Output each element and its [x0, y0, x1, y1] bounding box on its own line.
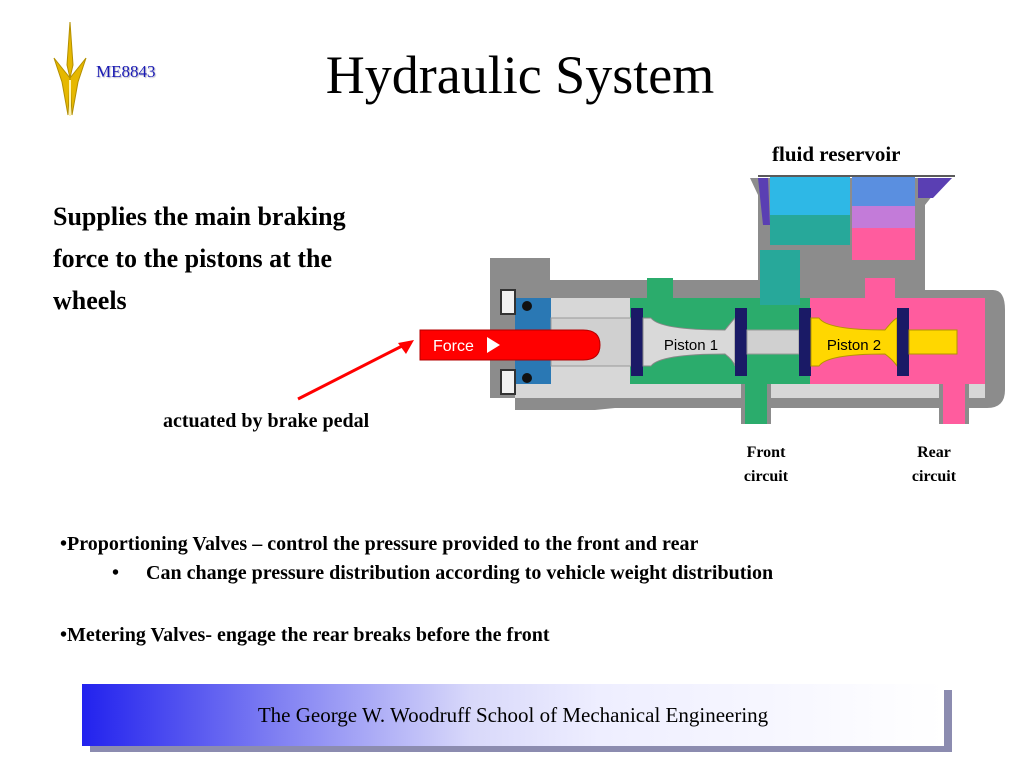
- bullet-metering-valves: •Metering Valves- engage the rear breaks…: [60, 624, 550, 646]
- actuated-label: actuated by brake pedal: [163, 410, 370, 432]
- front-circuit-line-1: Front: [746, 444, 786, 461]
- gold-flame-emblem-icon: [53, 21, 87, 116]
- rear-circuit-label: Rear circuit: [894, 441, 974, 489]
- piston-2-label: Piston 2: [827, 337, 881, 354]
- sub-bullet-marker: •: [112, 562, 120, 584]
- summary-text: Supplies the main braking force to the p…: [53, 202, 346, 315]
- front-circuit-outlet: [745, 384, 767, 424]
- sub-bullet-text: Can change pressure distribution accordi…: [146, 562, 774, 584]
- rear-circuit-outlet: [943, 384, 965, 424]
- pedal-pointer-arrow: [297, 340, 414, 401]
- force-label: Force: [433, 338, 474, 355]
- fluid-reservoir: [750, 175, 955, 288]
- piston-1: Piston 1: [631, 308, 747, 376]
- force-arrow-icon: [487, 337, 500, 353]
- force-rod: [419, 329, 601, 361]
- footer-banner: The George W. Woodruff School of Mechani…: [82, 684, 944, 746]
- piston-1-label: Piston 1: [664, 337, 718, 354]
- bullet-proportioning-valves: •Proportioning Valves – control the pres…: [60, 533, 699, 555]
- master-cylinder-diagram: Force Piston 1 Piston 2: [419, 175, 1005, 424]
- front-circuit-line-2: circuit: [743, 468, 789, 485]
- piston-2: Piston 2: [799, 308, 909, 376]
- fluid-reservoir-label: fluid reservoir: [772, 142, 901, 166]
- sub-bullet-pressure-distribution: • Can change pressure distribution accord…: [112, 559, 773, 587]
- footer-text: The George W. Woodruff School of Mechani…: [257, 702, 769, 727]
- slide-title: Hydraulic System: [325, 45, 715, 105]
- rear-circuit-line-2: circuit: [911, 468, 957, 485]
- front-circuit-label: Front circuit: [726, 441, 806, 489]
- rear-circuit-line-1: Rear: [917, 444, 951, 461]
- course-code: ME8843: [96, 62, 156, 81]
